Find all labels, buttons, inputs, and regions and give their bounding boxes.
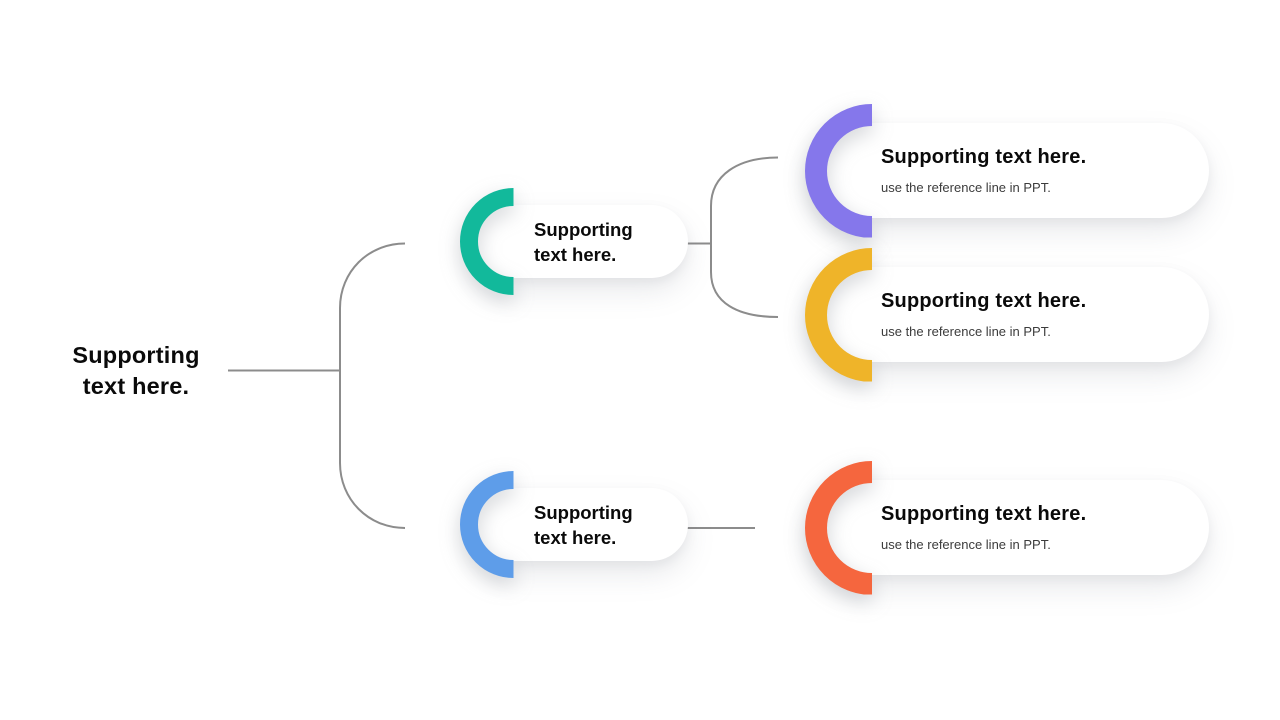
leaf-accent-arc-purple	[805, 103, 939, 238]
leaf-pill: Supporting text here. use the reference …	[812, 267, 1209, 362]
leaf-subtitle: use the reference line in PPT.	[881, 324, 1051, 339]
leaf-accent-arc-yellow	[805, 247, 939, 382]
connector-root-bracket	[339, 242, 406, 529]
branch-node-top: Supporting text here.	[460, 188, 688, 295]
root-label-line-2: text here.	[82, 373, 190, 399]
branch-node-bottom: Supporting text here.	[460, 471, 688, 578]
branch-label-line-2: text here.	[534, 243, 617, 265]
root-node: Supporting text here.	[36, 340, 236, 402]
leaf-title: Supporting text here.	[881, 290, 1087, 312]
branch-accent-arc-teal	[460, 188, 567, 295]
branch-accent-arc-blue	[460, 471, 567, 578]
leaf-accent-arc-orange	[805, 460, 939, 595]
leaf-pill: Supporting text here. use the reference …	[812, 123, 1209, 218]
leaf-subtitle: use the reference line in PPT.	[881, 180, 1051, 195]
leaf-node-2: Supporting text here. use the reference …	[805, 247, 1209, 382]
branch-label-line-1: Supporting	[534, 501, 633, 523]
leaf-node-1: Supporting text here. use the reference …	[805, 103, 1209, 238]
connector-branch-top-bracket	[710, 156, 779, 318]
branch-label-line-2: text here.	[534, 526, 617, 548]
branch-label-line-1: Supporting	[534, 218, 633, 240]
leaf-pill: Supporting text here. use the reference …	[812, 480, 1209, 575]
leaf-title: Supporting text here.	[881, 503, 1087, 525]
leaf-title: Supporting text here.	[881, 146, 1087, 168]
leaf-node-3: Supporting text here. use the reference …	[805, 460, 1209, 595]
root-label-line-1: Supporting	[72, 342, 200, 368]
leaf-subtitle: use the reference line in PPT.	[881, 537, 1051, 552]
